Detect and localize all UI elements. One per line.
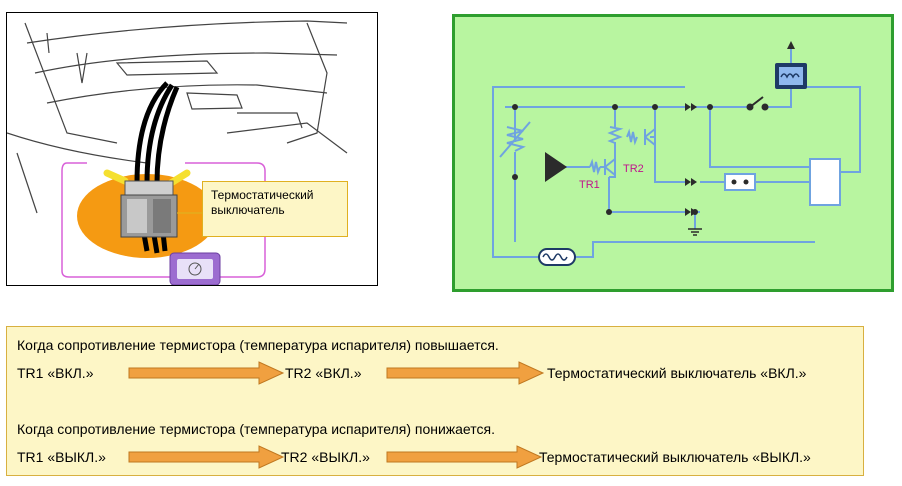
circuit-diagram-panel: TR1 TR2 bbox=[452, 14, 894, 292]
flow-arrow-icon bbox=[128, 361, 285, 385]
relay-box bbox=[809, 158, 841, 206]
supply-arrow bbox=[787, 41, 795, 49]
falling-step-tr1: TR1 «ВЫКЛ.» bbox=[17, 449, 106, 465]
resistor-symbols bbox=[589, 126, 638, 176]
dashboard-illustration-panel: Термостатический выключатель bbox=[6, 12, 378, 286]
contact-box bbox=[724, 173, 756, 191]
transistor-symbols bbox=[604, 128, 656, 176]
rising-heading: Когда сопротивление термистора (температ… bbox=[17, 337, 499, 353]
flow-arrow-icon bbox=[128, 445, 285, 469]
tr1-label: TR1 bbox=[579, 179, 600, 191]
thermostatic-switch-callout: Термостатический выключатель bbox=[202, 181, 348, 237]
explanation-box: Когда сопротивление термистора (температ… bbox=[6, 326, 864, 476]
switch-symbol bbox=[746, 96, 769, 111]
tr2-label: TR2 bbox=[623, 163, 644, 175]
amplifier-symbol bbox=[545, 152, 567, 182]
flow-arrow-icon bbox=[386, 445, 543, 469]
falling-step-tr2: TR2 «ВЫКЛ.» bbox=[281, 449, 370, 465]
thermistor-icon bbox=[538, 248, 576, 266]
relay-coil-icon bbox=[775, 63, 807, 89]
pink-wire bbox=[61, 162, 266, 278]
junction-dots bbox=[512, 104, 713, 215]
falling-step-switch: Термостатический выключатель «ВЫКЛ.» bbox=[539, 449, 811, 465]
connector-marks bbox=[685, 103, 697, 216]
flow-arrow-icon bbox=[386, 361, 545, 385]
circuit-wires bbox=[492, 45, 861, 258]
dashboard-drawing bbox=[7, 20, 348, 285]
connector-pins bbox=[103, 169, 191, 187]
potentiometer-symbol bbox=[499, 121, 531, 158]
rising-step-tr2: TR2 «ВКЛ.» bbox=[285, 365, 362, 381]
rising-step-tr1: TR1 «ВКЛ.» bbox=[17, 365, 94, 381]
circuit-diagram bbox=[492, 41, 861, 266]
thermostatic-switch-body bbox=[120, 180, 178, 238]
falling-heading: Когда сопротивление термистора (температ… bbox=[17, 421, 495, 437]
rising-step-switch: Термостатический выключатель «ВКЛ.» bbox=[547, 365, 807, 381]
tester-icon bbox=[169, 252, 221, 285]
ground-symbol bbox=[688, 228, 702, 236]
